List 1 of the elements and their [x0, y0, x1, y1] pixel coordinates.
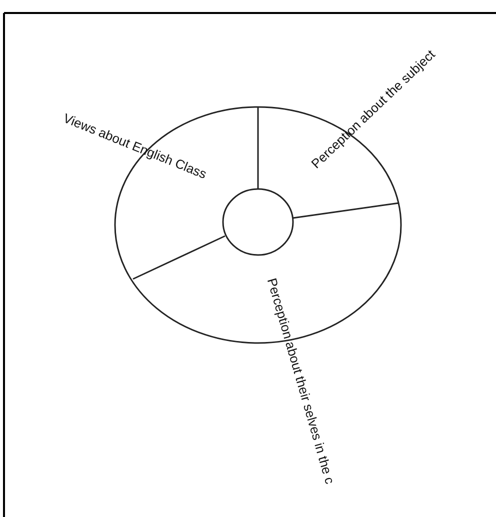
inner-circle	[222, 188, 294, 256]
